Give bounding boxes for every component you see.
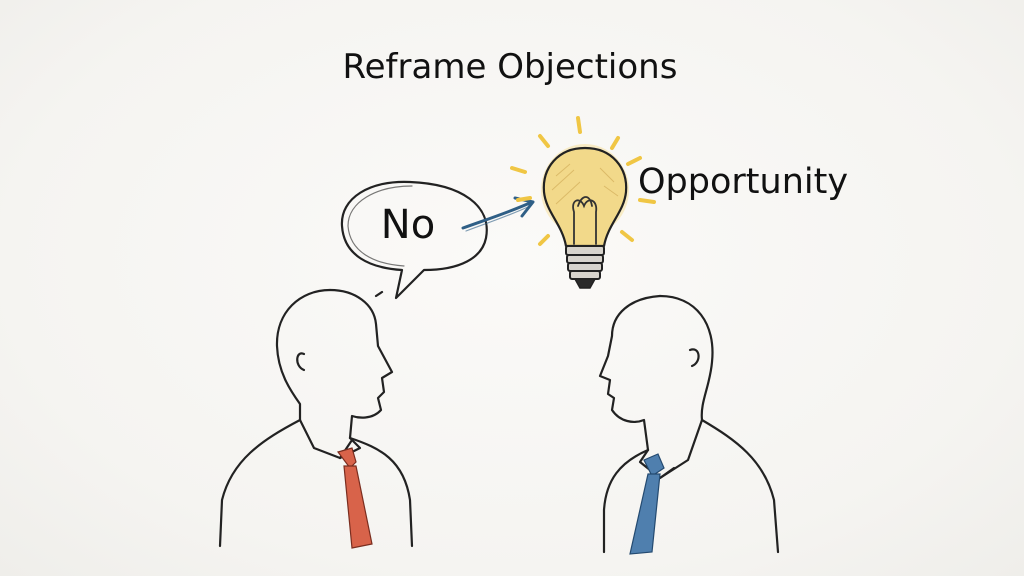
title-text: Reframe Objections	[343, 47, 678, 87]
left-person-figure	[218, 288, 414, 548]
speech-text: No	[381, 202, 435, 248]
left-tie-icon	[336, 447, 373, 549]
lightbulb-icon	[510, 116, 656, 289]
right-tie-icon	[629, 453, 665, 555]
right-person-figure	[598, 294, 780, 554]
idea-text: Opportunity	[638, 162, 848, 202]
speech-bubble-icon	[340, 180, 488, 300]
